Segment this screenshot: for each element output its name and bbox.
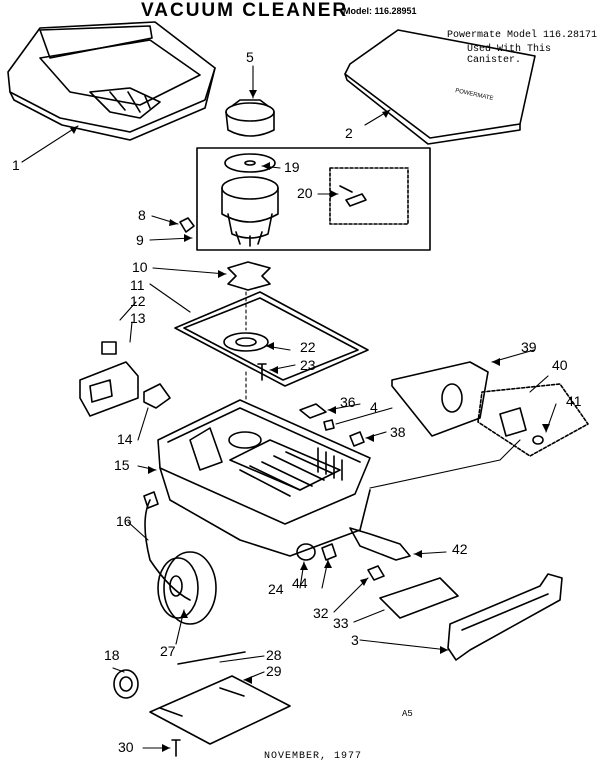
part-41-nut xyxy=(532,435,544,445)
part-label-8: 8 xyxy=(138,207,146,223)
footer-date: NOVEMBER, 1977 xyxy=(264,751,363,762)
part-40-plate xyxy=(499,407,527,437)
part-label-22: 22 xyxy=(300,339,316,355)
cover-plate-part xyxy=(344,29,536,145)
motor-part xyxy=(221,153,279,247)
part-label-44: 44 xyxy=(292,575,308,591)
part-label-41: 41 xyxy=(566,393,582,409)
part-label-20: 20 xyxy=(297,185,313,201)
part-label-13: 13 xyxy=(130,310,146,326)
part-label-42: 42 xyxy=(452,541,468,557)
powermate-note-line2: Used With This Canister. xyxy=(467,44,552,66)
part-label-38: 38 xyxy=(390,424,406,440)
bottom-plate-part xyxy=(149,651,291,745)
motor-assembly-frame xyxy=(196,147,431,251)
part-label-18: 18 xyxy=(104,647,120,663)
part-label-1: 1 xyxy=(12,157,20,173)
part-36 xyxy=(299,403,327,419)
brush-kit-part xyxy=(329,167,409,225)
part-label-2: 2 xyxy=(345,125,353,141)
part-label-9: 9 xyxy=(136,232,144,248)
canister-body-part xyxy=(157,399,371,557)
filter-frame-part xyxy=(174,291,369,387)
part-14-cord-reel-bracket xyxy=(143,383,171,409)
part-label-28: 28 xyxy=(266,647,282,663)
screw-23 xyxy=(257,363,267,381)
switch-part xyxy=(79,341,139,417)
part-label-16: 16 xyxy=(116,513,132,529)
wheel-part xyxy=(113,669,139,699)
part-44 xyxy=(321,543,337,561)
cover-plate-label: POWERMATE xyxy=(455,88,494,102)
part-label-36: 36 xyxy=(340,394,356,410)
gasket-part xyxy=(227,261,271,291)
screw-30 xyxy=(171,739,181,757)
part-label-11: 11 xyxy=(130,277,145,293)
part-label-27: 27 xyxy=(160,643,176,659)
part-label-32: 32 xyxy=(313,605,329,621)
part-32 xyxy=(367,565,385,581)
part-label-24: 24 xyxy=(268,581,284,597)
part-label-10: 10 xyxy=(132,259,148,275)
page-code: A5 xyxy=(402,709,413,719)
model-number: Model: 116.28951 xyxy=(343,6,417,16)
handle-part xyxy=(447,573,563,661)
part-label-29: 29 xyxy=(266,663,282,679)
part-8-clip xyxy=(179,217,195,233)
part-label-33: 33 xyxy=(333,615,349,631)
exhaust-housing-part xyxy=(391,361,489,437)
part-38 xyxy=(349,431,365,447)
motor-top-part xyxy=(225,99,275,137)
part-label-30: 30 xyxy=(118,739,134,755)
part-label-14: 14 xyxy=(117,431,133,447)
part-label-15: 15 xyxy=(114,457,130,473)
part-label-19: 19 xyxy=(284,159,300,175)
part-33 xyxy=(379,577,459,619)
part-label-3: 3 xyxy=(351,632,359,648)
part-number-labels: 1 2 5 19 20 8 9 10 11 12 13 22 23 39 40 … xyxy=(12,49,582,755)
part-label-40: 40 xyxy=(552,357,568,373)
cord-reel-part xyxy=(157,551,217,625)
part-label-39: 39 xyxy=(521,339,537,355)
power-cord-part xyxy=(144,499,191,601)
part-4 xyxy=(323,419,335,431)
powermate-note-line1: Powermate Model 116.28171 xyxy=(447,30,598,41)
part-label-5: 5 xyxy=(246,49,254,65)
hood-part xyxy=(7,21,216,141)
part-label-4: 4 xyxy=(370,399,378,415)
part-label-23: 23 xyxy=(300,357,316,373)
part-42 xyxy=(349,527,411,561)
plug-part xyxy=(143,491,159,509)
part-24 xyxy=(296,543,316,561)
part-40-outline xyxy=(477,383,589,457)
part-label-12: 12 xyxy=(130,293,146,309)
leader-arrowheads xyxy=(70,90,550,752)
diagram-title: VACUUM CLEANER xyxy=(141,0,349,21)
